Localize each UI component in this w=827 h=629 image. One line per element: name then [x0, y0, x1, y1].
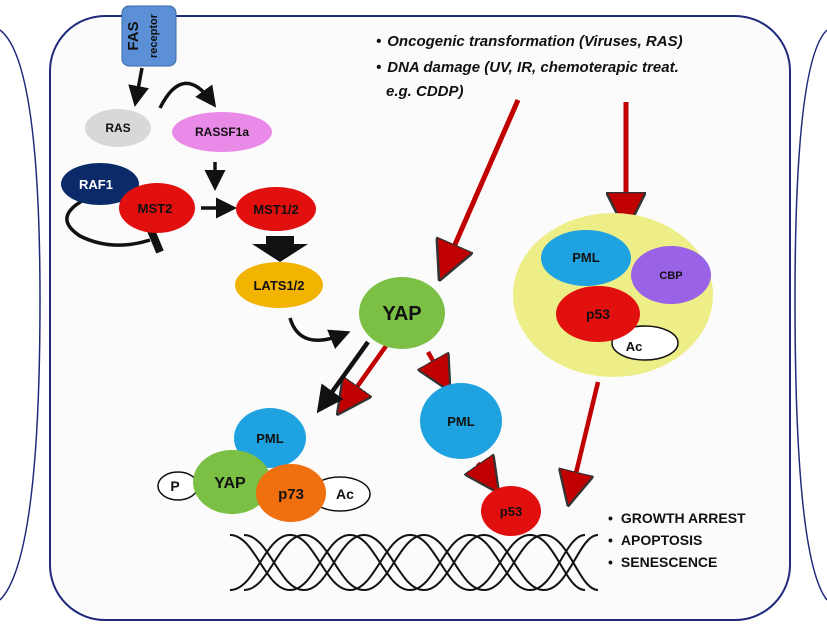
mst2-node: MST2 [119, 183, 195, 233]
outcome-2-text: APOPTOSIS [621, 532, 702, 548]
complex-pml-label: PML [572, 250, 600, 265]
mst12-node: MST1/2 [236, 187, 316, 231]
outcomes-list: • GROWTH ARREST • APOPTOSIS • SENESCENCE [608, 510, 746, 570]
ras-label: RAS [105, 121, 130, 135]
outcome-3: • SENESCENCE [608, 554, 717, 570]
left-neighbor-cell [0, 29, 41, 601]
outcome-1: • GROWTH ARREST [608, 510, 746, 526]
stimulus-1-text: Oncogenic transformation (Viruses, RAS) [387, 33, 682, 50]
arrow-pml-to-p53 [478, 463, 494, 486]
raf1-label: RAF1 [79, 177, 113, 192]
arrow-yap-to-yapcomplex-red [342, 344, 388, 408]
pml-mid-node: PML [420, 383, 502, 459]
yc-ac-label: Ac [336, 486, 354, 502]
complex-cbp [631, 246, 711, 304]
yc-yap [193, 450, 271, 514]
dna-helix [229, 533, 599, 592]
pml-mid-label: PML [447, 414, 475, 429]
complex-cbp-label: CBP [659, 270, 682, 282]
mst12-label: MST1/2 [253, 202, 299, 217]
receptor-label: receptor [148, 13, 160, 58]
rassf1a-node: RASSF1a [172, 112, 272, 152]
stimuli-list: • Oncogenic transformation (Viruses, RAS)… [376, 33, 683, 100]
outcome-1-text: GROWTH ARREST [621, 510, 746, 526]
yc-p-label: P [170, 478, 179, 494]
arrow-complex-to-dna [570, 381, 601, 498]
arrow-ras-to-rassf1a [158, 81, 217, 109]
outcome-2-bullet: • [608, 532, 613, 548]
inhibition-mst2-raf1 [65, 193, 151, 247]
lats12-node: LATS1/2 [235, 262, 323, 308]
complex-p53-label: p53 [586, 306, 610, 322]
complex-ac-label: Ac [626, 339, 643, 354]
complex-pml [541, 230, 631, 286]
complex-p53 [556, 286, 640, 342]
p53-bottom-node: p53 [481, 486, 541, 536]
black-arrows [65, 67, 370, 414]
arrow-stimuli-to-yap [443, 99, 521, 272]
arrow-yap-to-yapcomplex-black [316, 340, 370, 414]
outcome-2: • APOPTOSIS [608, 532, 702, 548]
fas-receptor: FAS receptor [121, 5, 177, 67]
yc-p73-label: p73 [278, 486, 304, 503]
stimulus-2: • DNA damage (UV, IR, chemoterapic treat. [376, 59, 679, 76]
stimulus-3-text: e.g. CDDP) [386, 83, 464, 100]
outcome-1-bullet: • [608, 510, 613, 526]
rassf1a-label: RASSF1a [195, 125, 249, 139]
outcome-3-bullet: • [608, 554, 613, 570]
arrow-mst12-to-lats [252, 236, 308, 262]
yc-yap-label: YAP [214, 475, 246, 492]
lats12-label: LATS1/2 [253, 278, 304, 293]
pml-cbp-p53-complex: PML CBP Ac p53 [513, 213, 713, 377]
yc-p73 [256, 464, 326, 522]
yc-pml-label: PML [256, 431, 284, 446]
yap-pml-p73-complex: P Ac PML YAP p73 [157, 408, 371, 522]
mst2-label: MST2 [138, 201, 173, 216]
stimulus-2-bullet: • [376, 59, 381, 76]
arrow-lats-to-yap [288, 317, 351, 350]
stimulus-3: e.g. CDDP) [386, 83, 464, 100]
raf1-node: RAF1 [61, 163, 139, 205]
red-arrows [342, 99, 626, 498]
yap-center-node: YAP [359, 277, 445, 349]
complex-ac [611, 325, 679, 361]
arrow-yap-to-pml [428, 350, 446, 384]
stimulus-1: • Oncogenic transformation (Viruses, RAS) [376, 33, 683, 50]
arrow-fas-to-ras [128, 67, 149, 107]
ras-node: RAS [85, 109, 151, 147]
stimulus-1-bullet: • [376, 33, 381, 50]
stimulus-2-text: DNA damage (UV, IR, chemoterapic treat. [387, 59, 678, 76]
right-neighbor-cell [794, 29, 827, 601]
outcome-3-text: SENESCENCE [621, 554, 717, 570]
yc-pml [234, 408, 306, 468]
p53-bottom-label: p53 [500, 504, 522, 519]
fas-label: FAS [125, 21, 142, 50]
yap-center-label: YAP [382, 303, 421, 325]
